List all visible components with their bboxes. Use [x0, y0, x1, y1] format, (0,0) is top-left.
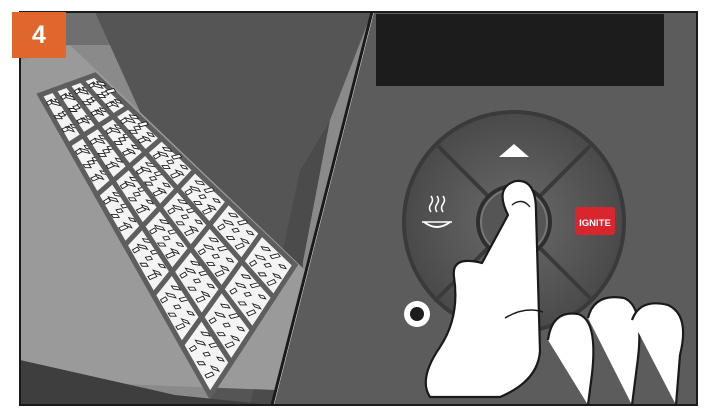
pellet [238, 302, 246, 305]
pellet [217, 333, 225, 336]
pellet [258, 273, 266, 276]
pellet [188, 287, 196, 290]
pellet [129, 130, 137, 133]
display-screen [376, 14, 664, 86]
pellet [111, 214, 119, 217]
pellet [227, 237, 235, 240]
pellet [128, 198, 136, 201]
pellet [176, 222, 184, 225]
pellet [114, 142, 122, 145]
ignite-button[interactable]: IGNITE [575, 207, 615, 235]
pellet [140, 263, 148, 266]
pellet [98, 153, 106, 156]
pellet [197, 362, 205, 365]
pellet [162, 166, 170, 169]
ignite-label: IGNITE [579, 218, 611, 229]
pellet [83, 165, 91, 168]
pellet [194, 202, 202, 205]
pellet [168, 313, 176, 316]
pellet [207, 263, 215, 266]
pellet [145, 182, 153, 185]
step-number-badge: 4 [12, 12, 66, 58]
pellet [158, 243, 166, 246]
